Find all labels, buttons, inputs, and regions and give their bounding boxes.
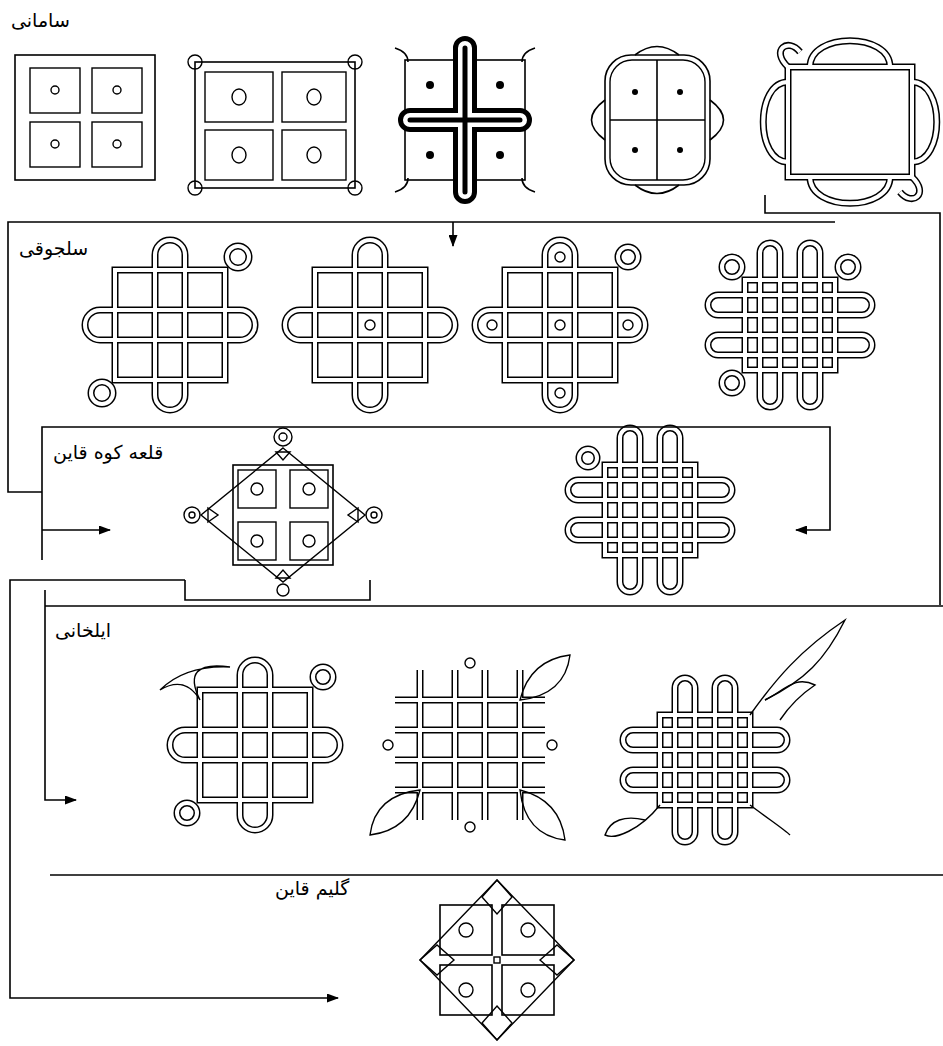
gilim-qaen-motif [420,880,574,1040]
samanid-motifs [15,41,937,204]
seljuk-motifs [85,240,872,410]
ilkhanid-motifs [160,620,845,842]
period-frames [8,195,943,998]
qaleh-kuh-motifs [184,428,732,596]
period-label: گلیم قاین [272,876,352,901]
period-label: سامانی [8,8,73,33]
period-label: قلعه کوه قاین [50,440,166,465]
period-label: ایلخانی [52,618,114,643]
period-label: سلجوقی [16,236,91,261]
